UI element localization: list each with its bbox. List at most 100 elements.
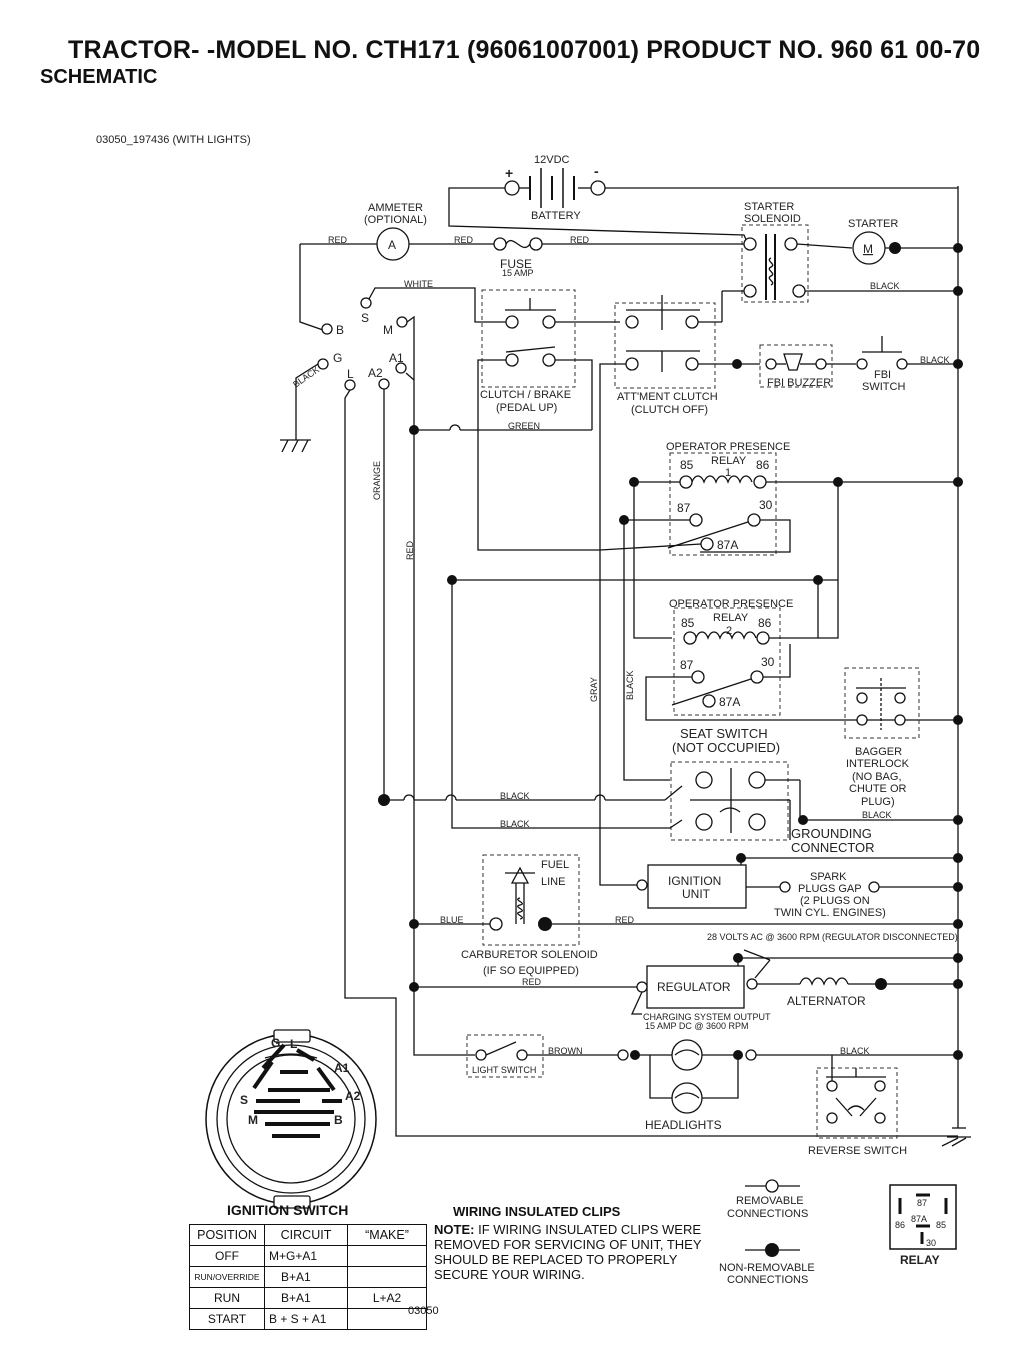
svg-text:INTERLOCK: INTERLOCK bbox=[846, 758, 910, 770]
svg-text:RED: RED bbox=[454, 235, 474, 245]
svg-text:A2: A2 bbox=[345, 1089, 361, 1103]
attachment-clutch-label: ATT'MENT CLUTCH bbox=[617, 391, 718, 403]
svg-text:BLACK: BLACK bbox=[500, 819, 530, 829]
carburetor-solenoid-box bbox=[482, 854, 580, 946]
svg-text:BLUE: BLUE bbox=[440, 915, 464, 925]
svg-text:87: 87 bbox=[917, 1198, 927, 1208]
svg-text:G: G bbox=[271, 1036, 280, 1050]
fbi-switch-icon bbox=[856, 358, 868, 370]
svg-text:BLACK: BLACK bbox=[870, 281, 900, 291]
svg-text:OPERATOR PRESENCE: OPERATOR PRESENCE bbox=[666, 441, 790, 453]
svg-text:RED: RED bbox=[615, 915, 635, 925]
seat-switch-label: SEAT SWITCH bbox=[680, 726, 768, 741]
carburetor-solenoid-label: CARBURETOR SOLENOID bbox=[461, 949, 598, 961]
svg-text:BLACK: BLACK bbox=[625, 670, 635, 700]
clips-note-text: IF WIRING INSULATED CLIPS WERE REMOVED F… bbox=[434, 1222, 702, 1282]
svg-text:(CLUTCH OFF): (CLUTCH OFF) bbox=[631, 404, 708, 416]
fbi-switch-label: FBI bbox=[874, 369, 891, 381]
svg-text:LINE: LINE bbox=[541, 876, 565, 888]
svg-text:G: G bbox=[333, 351, 342, 365]
svg-text:BLACK: BLACK bbox=[291, 364, 321, 389]
starter-label: STARTER bbox=[848, 218, 898, 230]
table-cell: START bbox=[189, 1308, 265, 1330]
diagram-code: 03050_197436 (WITH LIGHTS) bbox=[96, 134, 251, 146]
svg-text:M: M bbox=[863, 242, 873, 256]
svg-text:GRAY: GRAY bbox=[589, 677, 599, 702]
page-subtitle: SCHEMATIC bbox=[40, 66, 158, 88]
svg-text:SPARK: SPARK bbox=[810, 871, 847, 883]
svg-text:BROWN: BROWN bbox=[548, 1046, 583, 1056]
svg-text:RED: RED bbox=[405, 540, 415, 560]
svg-text:86: 86 bbox=[756, 458, 770, 472]
clips-note: NOTE: IF WIRING INSULATED CLIPS WERE REM… bbox=[434, 1222, 724, 1282]
spark-plugs-label: SPARK PLUGS GAP (2 PLUGS ON TWIN CYL. EN… bbox=[774, 871, 886, 919]
svg-text:GREEN: GREEN bbox=[508, 421, 540, 431]
fuse-icon bbox=[493, 237, 543, 251]
svg-text:M: M bbox=[248, 1113, 258, 1127]
svg-text:86: 86 bbox=[895, 1220, 905, 1230]
removable-connection-legend bbox=[745, 1179, 800, 1193]
battery-minus: - bbox=[594, 163, 599, 179]
headlight-top-icon bbox=[671, 1039, 703, 1071]
clips-title: WIRING INSULATED CLIPS bbox=[453, 1204, 621, 1219]
battery-label: BATTERY bbox=[531, 210, 581, 222]
svg-text:BAGGER: BAGGER bbox=[855, 746, 902, 758]
svg-text:A: A bbox=[388, 238, 396, 252]
charging-output-label: CHARGING SYSTEM OUTPUT bbox=[643, 1012, 771, 1022]
svg-text:85: 85 bbox=[680, 458, 694, 472]
svg-text:A2: A2 bbox=[368, 366, 383, 380]
fbi-buzzer-label: FBI BUZZER bbox=[767, 377, 831, 389]
table-cell: B+A1 bbox=[264, 1266, 348, 1288]
svg-text:87: 87 bbox=[680, 658, 694, 672]
svg-text:TWIN CYL. ENGINES): TWIN CYL. ENGINES) bbox=[774, 907, 886, 919]
table-header: CIRCUIT bbox=[264, 1224, 348, 1246]
light-switch-label: LIGHT SWITCH bbox=[472, 1065, 536, 1075]
table-cell: B+A1 bbox=[264, 1287, 348, 1309]
svg-text:REMOVABLE: REMOVABLE bbox=[736, 1195, 804, 1207]
svg-text:S: S bbox=[361, 311, 369, 325]
svg-text:CONNECTIONS: CONNECTIONS bbox=[727, 1208, 808, 1220]
svg-text:M: M bbox=[383, 323, 393, 337]
svg-text:A1: A1 bbox=[334, 1061, 350, 1075]
table-row: RUN B+A1 L+A2 bbox=[189, 1287, 427, 1309]
light-switch-box bbox=[466, 1034, 544, 1078]
svg-text:87A: 87A bbox=[717, 538, 738, 552]
starter-solenoid-label: STARTER bbox=[744, 201, 794, 213]
table-cell: OFF bbox=[189, 1245, 265, 1267]
seat-switch-box bbox=[670, 761, 789, 841]
svg-text:30: 30 bbox=[761, 655, 775, 669]
svg-text:CHUTE OR: CHUTE OR bbox=[849, 783, 907, 795]
table-cell: RUN bbox=[189, 1287, 265, 1309]
svg-text:PLUG): PLUG) bbox=[861, 796, 895, 808]
svg-text:CONNECTOR: CONNECTOR bbox=[791, 840, 875, 855]
operator-presence-relay-2 bbox=[673, 607, 781, 716]
svg-text:RELAY: RELAY bbox=[713, 612, 749, 624]
table-cell: M+G+A1 bbox=[264, 1245, 348, 1267]
svg-text:RELAY: RELAY bbox=[711, 455, 747, 467]
clips-note-label: NOTE: bbox=[434, 1222, 475, 1237]
svg-text:ORANGE: ORANGE bbox=[372, 461, 382, 500]
svg-text:RED: RED bbox=[522, 977, 542, 987]
svg-text:86: 86 bbox=[758, 616, 772, 630]
attachment-clutch-switch-box bbox=[614, 302, 716, 389]
svg-text:BLACK: BLACK bbox=[840, 1046, 870, 1056]
svg-text:UNIT: UNIT bbox=[682, 887, 711, 901]
table-header: “MAKE” bbox=[347, 1224, 427, 1246]
fuel-line-label: FUEL bbox=[541, 859, 569, 871]
svg-text:(NO BAG,: (NO BAG, bbox=[852, 771, 902, 783]
reverse-switch-label: REVERSE SWITCH bbox=[808, 1145, 907, 1157]
fbi-buzzer-box bbox=[759, 344, 833, 388]
table-cell bbox=[347, 1245, 427, 1267]
svg-text:(OPTIONAL): (OPTIONAL) bbox=[364, 214, 427, 226]
starter-solenoid-box bbox=[741, 224, 809, 303]
headlight-bottom-icon bbox=[671, 1082, 703, 1114]
svg-text:BLACK: BLACK bbox=[500, 791, 530, 801]
ammeter-label: AMMETER bbox=[368, 202, 423, 214]
svg-text:(IF SO EQUIPPED): (IF SO EQUIPPED) bbox=[483, 965, 579, 977]
svg-text:(PEDAL UP): (PEDAL UP) bbox=[496, 402, 557, 414]
table-cell: RUN/OVERRIDE bbox=[189, 1266, 265, 1288]
table-row: START B + S + A1 bbox=[189, 1308, 427, 1330]
battery-icon bbox=[504, 168, 606, 208]
table-cell bbox=[347, 1308, 427, 1330]
